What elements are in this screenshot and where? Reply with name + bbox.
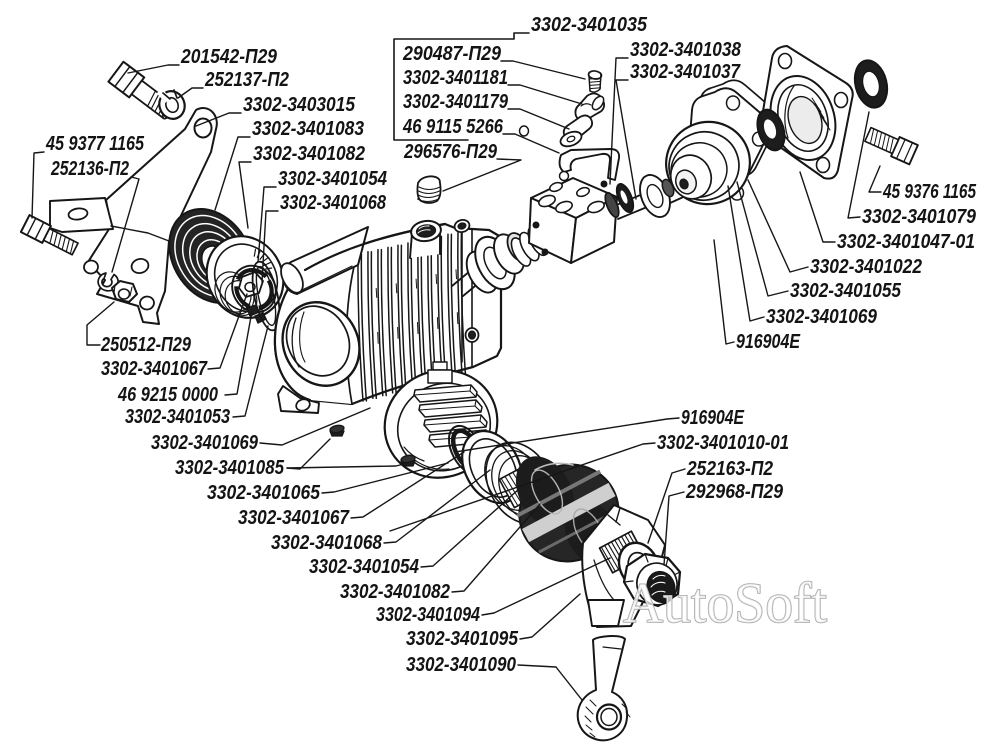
svg-text:3302-3401082: 3302-3401082	[253, 143, 365, 165]
svg-text:46 9115 5266: 46 9115 5266	[402, 116, 504, 138]
svg-text:3302-3401067: 3302-3401067	[101, 358, 208, 380]
svg-text:916904Е: 916904Е	[681, 407, 745, 429]
svg-text:3302-3401068: 3302-3401068	[271, 532, 383, 554]
svg-text:3302-3403015: 3302-3403015	[243, 94, 356, 116]
svg-text:3302-3401022: 3302-3401022	[810, 256, 922, 278]
svg-text:46 9215 0000: 46 9215 0000	[117, 384, 218, 406]
svg-text:252137-П2: 252137-П2	[204, 69, 289, 91]
svg-text:3302-3401054: 3302-3401054	[309, 556, 419, 578]
svg-text:3302-3401069: 3302-3401069	[766, 306, 878, 328]
svg-text:3302-3401094: 3302-3401094	[376, 604, 480, 626]
svg-text:3302-3401090: 3302-3401090	[406, 654, 516, 676]
svg-text:250512-П29: 250512-П29	[100, 334, 192, 356]
svg-text:3302-3401083: 3302-3401083	[252, 118, 364, 140]
svg-text:45 9377 1165: 45 9377 1165	[45, 133, 145, 155]
svg-text:3302-3401082: 3302-3401082	[340, 581, 450, 603]
svg-text:201542-П29: 201542-П29	[180, 46, 278, 68]
svg-text:3302-3401068: 3302-3401068	[280, 192, 387, 214]
svg-text:3302-3401181: 3302-3401181	[403, 67, 508, 89]
svg-text:916904Е: 916904Е	[736, 331, 801, 353]
svg-text:3302-3401054: 3302-3401054	[278, 168, 387, 190]
svg-text:3302-3401010-01: 3302-3401010-01	[657, 432, 789, 454]
svg-text:290487-П29: 290487-П29	[402, 43, 502, 65]
svg-text:3302-3401065: 3302-3401065	[207, 482, 321, 504]
svg-text:252136-П2: 252136-П2	[50, 158, 129, 180]
svg-text:3302-3401067: 3302-3401067	[238, 507, 350, 529]
svg-text:3302-3401038: 3302-3401038	[630, 39, 742, 61]
svg-text:3302-3401095: 3302-3401095	[406, 628, 519, 650]
svg-text:3302-3401037: 3302-3401037	[630, 61, 741, 83]
svg-text:252163-П2: 252163-П2	[686, 458, 773, 480]
svg-text:45 9376 1165: 45 9376 1165	[882, 181, 976, 203]
svg-text:292968-П29: 292968-П29	[685, 481, 784, 503]
svg-text:296576-П29: 296576-П29	[403, 141, 498, 163]
svg-text:3302-3401047-01: 3302-3401047-01	[837, 231, 975, 253]
svg-text:3302-3401085: 3302-3401085	[175, 457, 285, 479]
svg-text:3302-3401079: 3302-3401079	[862, 206, 977, 228]
svg-text:3302-3401035: 3302-3401035	[531, 14, 648, 36]
svg-text:3302-3401055: 3302-3401055	[790, 280, 902, 302]
svg-text:3302-3401179: 3302-3401179	[403, 91, 509, 113]
svg-text:3302-3401069: 3302-3401069	[151, 432, 259, 454]
svg-text:AutoSoft: AutoSoft	[623, 572, 827, 635]
svg-text:3302-3401053: 3302-3401053	[125, 406, 230, 428]
